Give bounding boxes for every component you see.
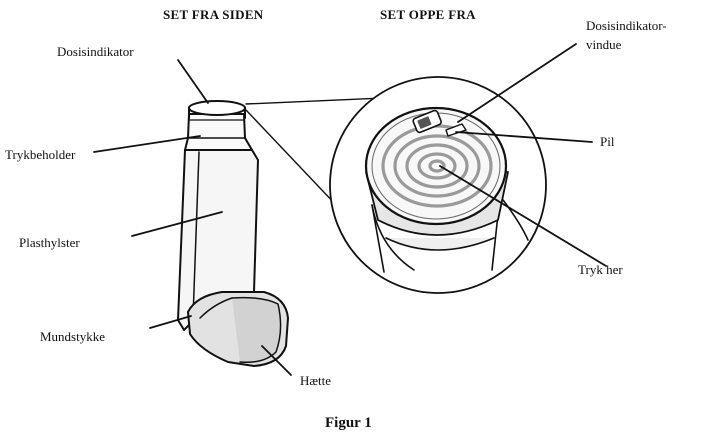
- side-view-drawing: [93, 59, 292, 376]
- zoom-connector-top: [245, 97, 385, 105]
- figure-caption: Figur 1: [325, 415, 372, 431]
- arrow-mark: [445, 123, 467, 137]
- label-dose-indicator: Dosisindikator: [57, 44, 134, 59]
- leader-mouthpiece: [149, 315, 192, 329]
- label-dose-window-line2: vindue: [586, 37, 622, 52]
- label-canister: Trykbeholder: [5, 147, 76, 162]
- label-cap: Hætte: [300, 373, 332, 388]
- leader-cap: [261, 345, 292, 376]
- heading-top-view: SET OPPE FRA: [380, 7, 476, 22]
- top-view-drawing: [329, 43, 607, 294]
- label-press-here: Tryk her: [578, 262, 623, 277]
- leader-plastic-casing: [131, 211, 223, 237]
- label-mouthpiece: Mundstykke: [40, 329, 105, 344]
- label-arrow: Pil: [600, 134, 615, 149]
- casing-side-edge: [192, 151, 200, 319]
- leader-press-here: [439, 165, 607, 267]
- leader-dose-indicator: [177, 59, 209, 104]
- leader-canister: [93, 135, 201, 153]
- label-plastic-casing: Plasthylster: [19, 235, 80, 250]
- label-dose-window-line1: Dosisindikator-: [586, 18, 667, 33]
- leader-arrow: [455, 131, 593, 143]
- heading-side-view: SET FRA SIDEN: [163, 7, 264, 22]
- leader-dose-window: [457, 43, 577, 123]
- cap-front-face: [231, 296, 282, 364]
- dose-indicator-top: [188, 100, 246, 116]
